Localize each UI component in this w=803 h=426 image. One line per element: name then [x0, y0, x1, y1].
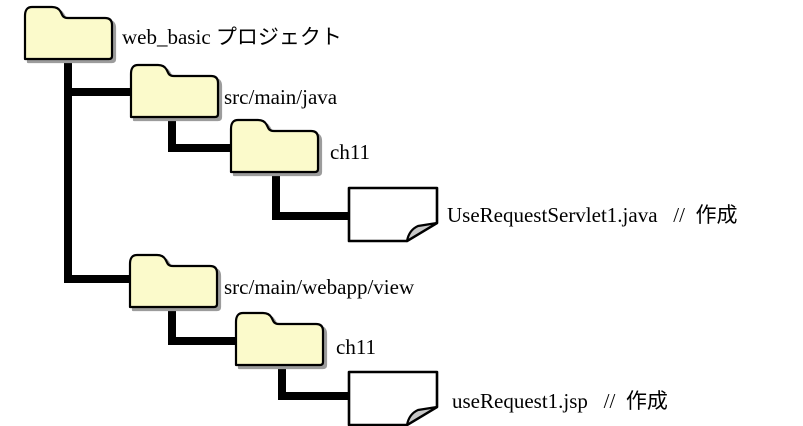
connector-branch-ch11-java: [168, 144, 234, 152]
folder-icon: [128, 62, 222, 127]
document-icon: [346, 369, 441, 426]
connector-branch-webapp-view: [64, 275, 132, 283]
connector-branch-src-main-java: [64, 88, 132, 96]
connector-branch-ch11-webapp: [168, 337, 238, 345]
connector-vertical-webapp-view: [168, 305, 176, 345]
src-main-webapp-view-label: src/main/webapp/view: [224, 275, 415, 299]
connector-vertical-src-main-java: [168, 114, 176, 152]
folder-icon: [233, 310, 327, 375]
connector-branch-jsp-file: [278, 392, 350, 400]
folder-icon: [22, 4, 116, 69]
folder-icon: [228, 117, 322, 182]
connector-vertical-ch11-java: [272, 170, 280, 220]
connector-branch-servlet-file: [272, 212, 350, 220]
connector-trunk: [64, 60, 72, 283]
document-icon: [346, 185, 441, 250]
connector-vertical-ch11-webapp: [278, 365, 286, 400]
ch11-webapp-label: ch11: [336, 335, 377, 359]
jsp-file-label: useRequest1.jsp // 作成: [452, 389, 668, 413]
folder-icon: [127, 252, 221, 317]
root-folder-label: web_basic プロジェクト: [122, 25, 342, 49]
ch11-java-label: ch11: [330, 140, 371, 164]
servlet-file-label: UseRequestServlet1.java // 作成: [447, 203, 738, 227]
src-main-java-label: src/main/java: [224, 85, 338, 109]
